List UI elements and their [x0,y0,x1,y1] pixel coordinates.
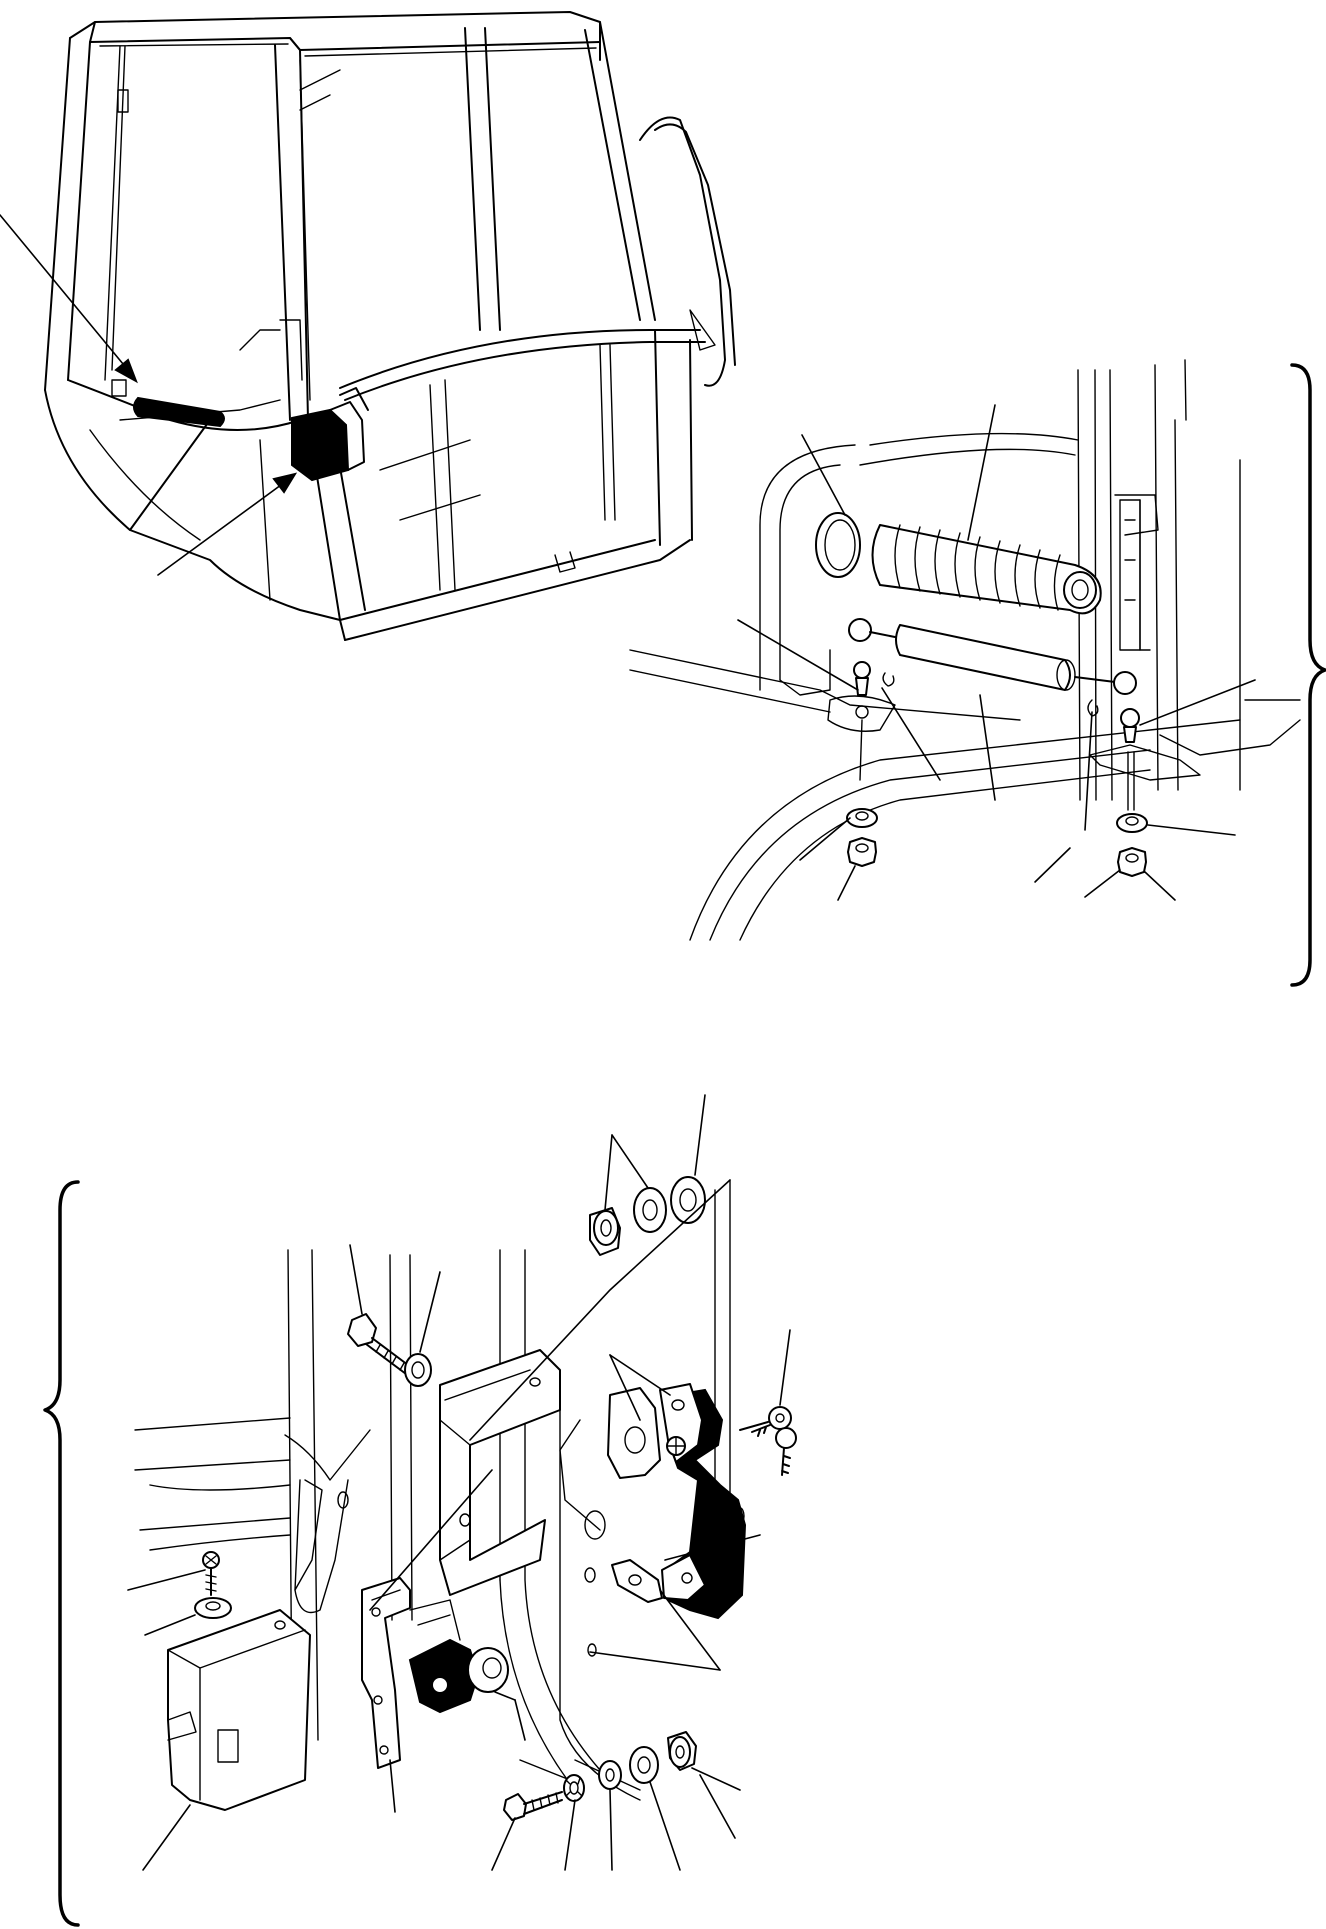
upper-lock-washer [404,1353,432,1387]
cover-grommet [194,1597,232,1619]
lock-leader-lines [127,1094,791,1871]
latch-mechanism [361,1577,480,1769]
lower-lock-washer [563,1774,585,1802]
keys [739,1406,797,1476]
left-nut [847,837,877,867]
lock-cover [167,1609,311,1811]
left-ball-stud [827,661,896,781]
gas-strut-assembly [629,359,1326,987]
top-spacer [589,1207,621,1256]
upper-bolt [347,1313,413,1375]
rubber-boot [871,524,1102,615]
highlighted-door-lock [291,387,369,482]
snap-ring [815,512,861,578]
lower-washer [629,1746,659,1784]
strut-group-brace [1290,363,1326,987]
gas-strut [848,618,1137,695]
cover-screw [202,1551,220,1596]
latch-bracket [659,1383,747,1620]
lock-group-brace [43,1180,80,1927]
upper-rubber-pad [607,1387,661,1479]
latch-spacer [467,1647,509,1693]
top-washer-1 [633,1187,667,1233]
lock-background-frame [134,1179,731,1801]
pointer-arrow-lock [157,472,298,576]
right-washer [1116,813,1148,833]
lower-flat-washer [598,1760,622,1790]
cab-overview [0,11,736,641]
door-lock-assembly [43,1094,797,1927]
right-nut [1117,847,1147,877]
pointer-arrow-strut [0,214,138,384]
right-ball-stud [1089,708,1201,811]
highlighted-gas-strut [133,396,225,428]
lower-rubber-pad [611,1559,663,1603]
lower-spacer [667,1731,697,1771]
strut-leader-lines [737,404,1256,901]
strut-background-frame [629,359,1301,941]
lower-bolt [503,1791,563,1821]
top-washer-2 [670,1176,706,1224]
left-clip [882,672,895,687]
striker-bracket [439,1349,561,1596]
cab-frame [44,11,736,641]
left-washer [846,808,878,828]
